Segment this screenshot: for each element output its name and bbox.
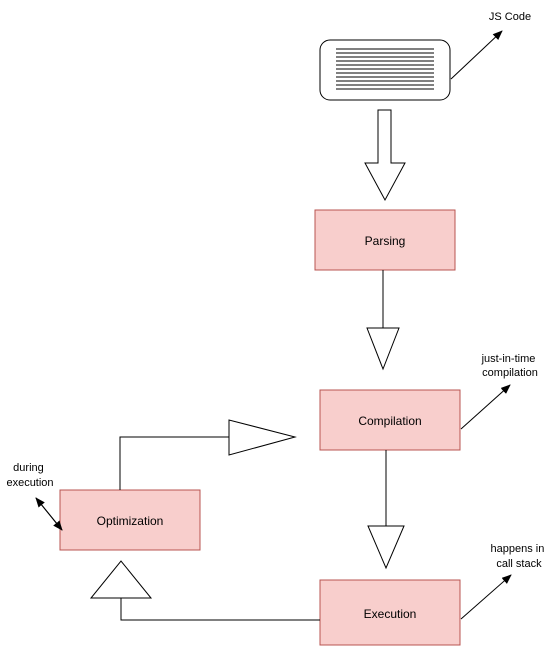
optimization-note-line-1: during (13, 462, 44, 474)
compilation-note: just-in-time compilation (481, 353, 539, 379)
compilation-stage: Compilation (319, 389, 461, 451)
execution-callout-arrow (460, 574, 512, 620)
optimization-label: Optimization (97, 514, 164, 528)
execution-stage: Execution (319, 579, 461, 646)
compilation-note-line-1: just-in-time (481, 353, 536, 365)
execution-label: Execution (364, 607, 417, 621)
document-lines-icon (336, 48, 434, 90)
optimization-note: during execution (6, 462, 53, 489)
optimization-stage: Optimization (59, 489, 201, 551)
js-code-document (319, 39, 451, 101)
execution-note: happens in call stack (491, 543, 548, 570)
execution-to-optimization-line (120, 598, 320, 621)
execution-note-line-2: call stack (496, 558, 542, 570)
optimization-callout-arrow-b (35, 497, 63, 531)
parsing-to-compilation-arrowhead (366, 327, 400, 371)
compilation-note-line-2: compilation (482, 367, 538, 379)
compilation-to-execution-arrowhead (367, 525, 405, 570)
execution-note-line-1: happens in (491, 543, 545, 555)
js-code-label: JS Code (489, 11, 531, 23)
code-to-parsing-arrow (364, 109, 406, 202)
execution-to-optimization-arrowhead (89, 560, 153, 599)
parsing-label: Parsing (365, 234, 406, 248)
js-code-callout-arrow (450, 30, 503, 80)
optimization-to-compilation-line (119, 436, 229, 490)
optimization-note-line-2: execution (6, 477, 53, 489)
compilation-label: Compilation (358, 414, 421, 428)
compilation-callout-arrow (460, 384, 511, 430)
parsing-stage: Parsing (314, 209, 456, 271)
optimization-to-compilation-arrowhead (228, 419, 297, 456)
